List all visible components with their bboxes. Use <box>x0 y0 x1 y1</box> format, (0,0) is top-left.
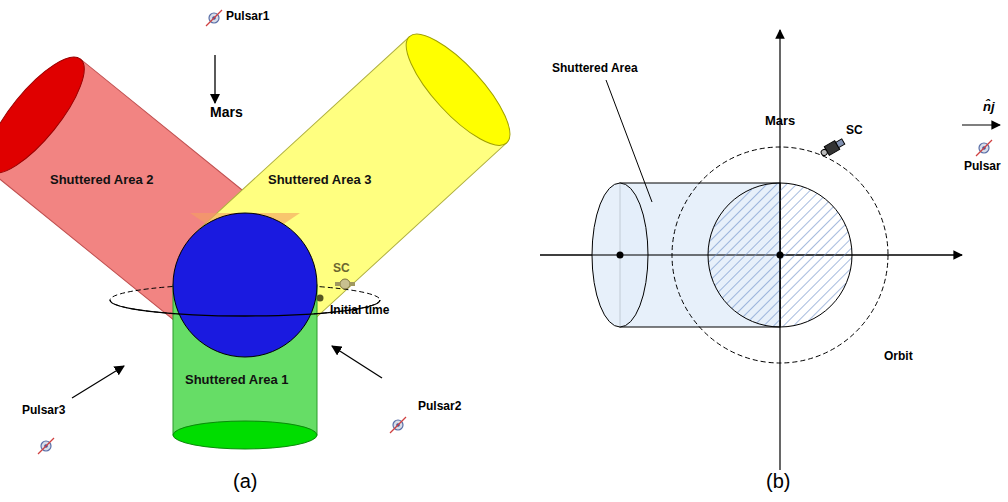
spacecraft-icon <box>819 137 846 158</box>
text-label: Pulsar1 <box>226 10 269 24</box>
text-label: SC <box>333 262 350 276</box>
pulsar-icon <box>976 140 992 156</box>
shuttered-area: Shuttered Area 3 <box>268 172 372 187</box>
text-label: Mars <box>210 104 243 120</box>
text-label: Orbit <box>884 350 913 364</box>
pulsar-arrow <box>332 346 382 378</box>
pulsar-icon <box>390 417 406 433</box>
text-label: n̂j <box>983 100 995 115</box>
text-label: Pulsar3 <box>22 404 65 418</box>
text-label: Initial time <box>330 304 389 318</box>
text-label: (a) <box>233 470 257 493</box>
initial-point <box>317 295 324 302</box>
direction-arrow <box>962 124 1000 125</box>
area-label: Shuttered Area 1 <box>185 372 289 387</box>
pulsar-arrow <box>72 366 124 398</box>
shuttered-area: Shuttered Area 2 <box>50 172 154 187</box>
shuttered-area: Shuttered Area 1 <box>185 372 289 387</box>
center-dot <box>617 252 624 259</box>
text-label: Pulsar <box>964 160 1001 174</box>
y-axis <box>779 30 780 470</box>
spacecraft-icon <box>335 279 355 289</box>
area-label: Shuttered Area 3 <box>268 172 372 187</box>
leader-line <box>606 80 652 202</box>
text-label: (b) <box>766 470 790 493</box>
text-label: SC <box>846 124 863 138</box>
text-label: Pulsar2 <box>418 400 461 414</box>
mars-sphere <box>173 213 317 357</box>
pulsar-icon <box>38 438 54 454</box>
pulsar-icon <box>206 10 222 26</box>
center-dot <box>777 252 784 259</box>
orbit-circle <box>672 147 888 363</box>
mars-disk <box>708 183 852 327</box>
area-label: Shuttered Area 2 <box>50 172 154 187</box>
pulsar-arrow <box>214 55 215 103</box>
text-label: Shuttered Area <box>552 62 638 76</box>
text-label: Mars <box>765 114 795 129</box>
